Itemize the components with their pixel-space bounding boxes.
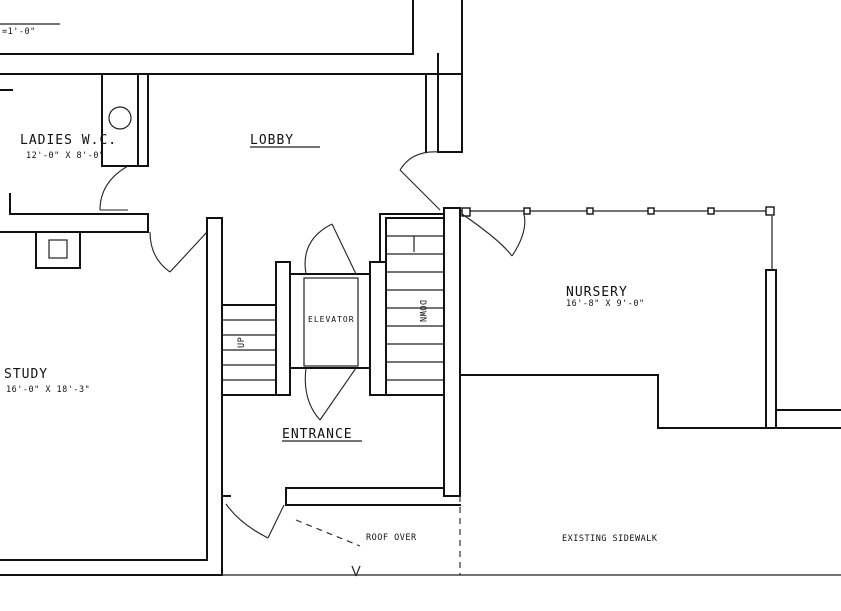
down-stair (369, 213, 445, 396)
exterior-lines (222, 496, 841, 577)
scale-note: =1'-0" (2, 27, 36, 37)
up-stair-label: UP (237, 337, 247, 348)
elevator-label: ELEVATOR (308, 315, 355, 324)
down-stair-label: DOWN (417, 300, 427, 322)
lobby-label: LOBBY (250, 133, 294, 148)
ladies-wc-label: LADIES W.C. (20, 133, 117, 148)
study-dims: 16'-0" X 18'-3" (6, 385, 90, 395)
entrance-walls (221, 394, 461, 539)
study-walls (0, 217, 223, 576)
nursery-dims: 16'-8" X 9'-0" (566, 299, 645, 309)
ladies-wc-dims: 12'-0" X 8'-0" (26, 151, 105, 161)
ladies-wc-walls (0, 73, 149, 269)
study-label: STUDY (4, 367, 48, 382)
existing-sidewalk-label: EXISTING SIDEWALK (562, 534, 658, 544)
up-stair (221, 261, 291, 396)
nursery-walls (443, 206, 841, 497)
entrance-label: ENTRANCE (282, 427, 353, 442)
roof-over-label: ROOF OVER (366, 533, 417, 543)
top-walls (0, 0, 463, 153)
nursery-label: NURSERY (566, 285, 628, 300)
